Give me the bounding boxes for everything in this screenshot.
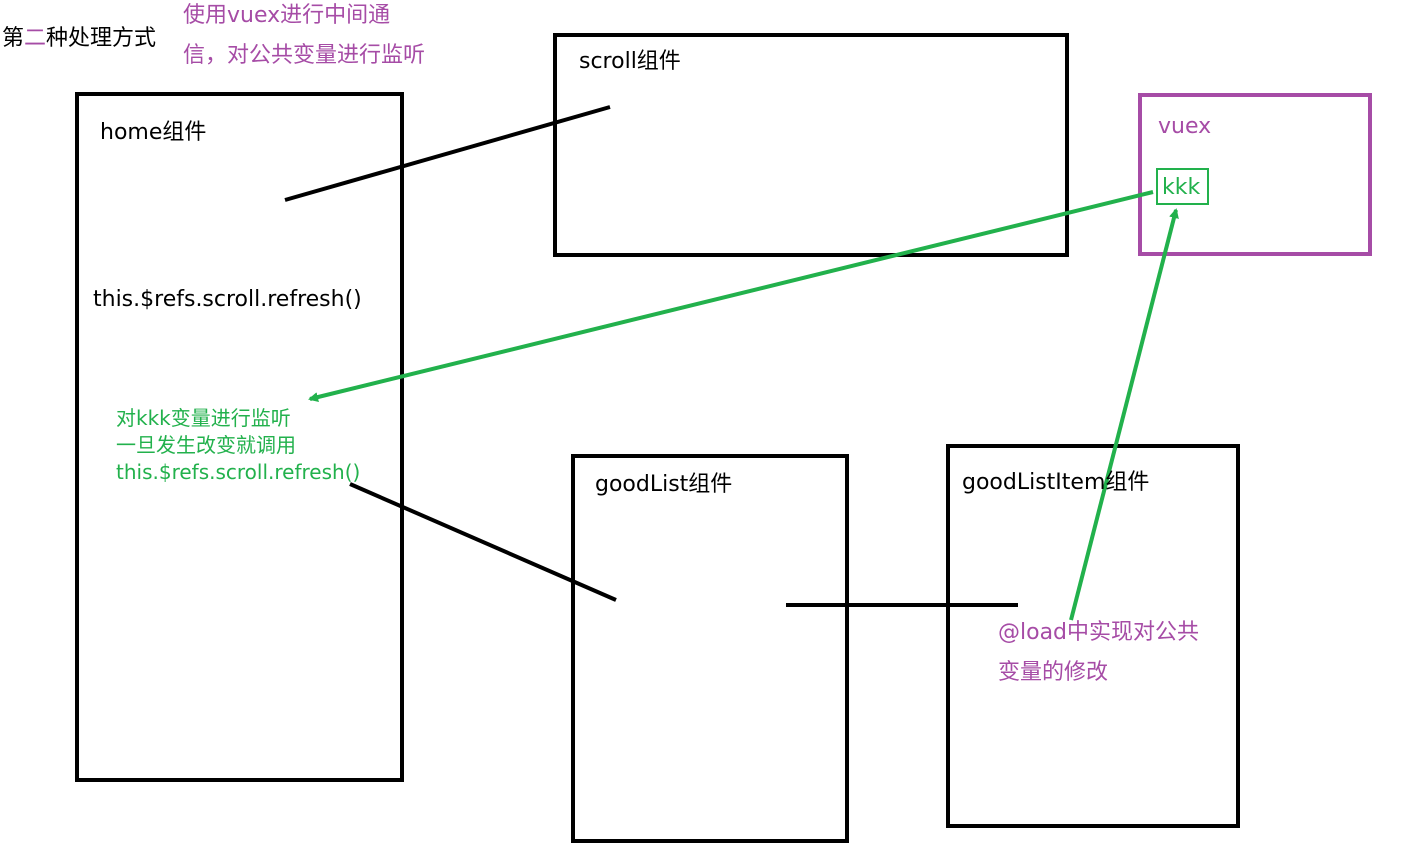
kkk-label: kkk [1162,175,1201,200]
home-component-label: home组件 [100,120,207,145]
home-component-box [75,92,404,782]
home-refresh-code: this.$refs.scroll.refresh() [93,287,362,312]
title-highlight: 二 [24,26,47,51]
vuex-store-box [1138,93,1372,256]
goodlist-component-label: goodList组件 [595,472,733,497]
goodlistitem-component-box [946,444,1240,828]
load-note-line2: 变量的修改 [998,660,1109,685]
scroll-component-box [553,33,1069,257]
load-note-line1: @load中实现对公共 [998,620,1200,645]
diagram-title: 第二种处理方式 [2,26,156,52]
load-to-kkk-arrow [1069,208,1179,621]
vuex-note-line2: 信，对公共变量进行监听 [183,43,426,68]
watch-note-line2: 一旦发生改变就调用 [116,433,296,457]
vuex-label: vuex [1158,114,1212,139]
home-goodlist-connector [349,482,617,602]
kkk-to-home-watch-arrow [308,190,1154,402]
kkk-variable-box [1156,168,1209,205]
goodlistitem-component-label: goodListItem组件 [962,470,1150,495]
home-scroll-connector [284,105,611,202]
title-part2: 种处理方式 [46,26,157,51]
scroll-component-label: scroll组件 [579,49,681,74]
vuex-note-line1: 使用vuex进行中间通 [183,3,391,28]
goodlist-component-box [571,454,849,843]
watch-note-line1: 对kkk变量进行监听 [116,406,291,430]
watch-note-line3: this.$refs.scroll.refresh() [116,460,361,484]
title-part1: 第 [2,26,25,51]
